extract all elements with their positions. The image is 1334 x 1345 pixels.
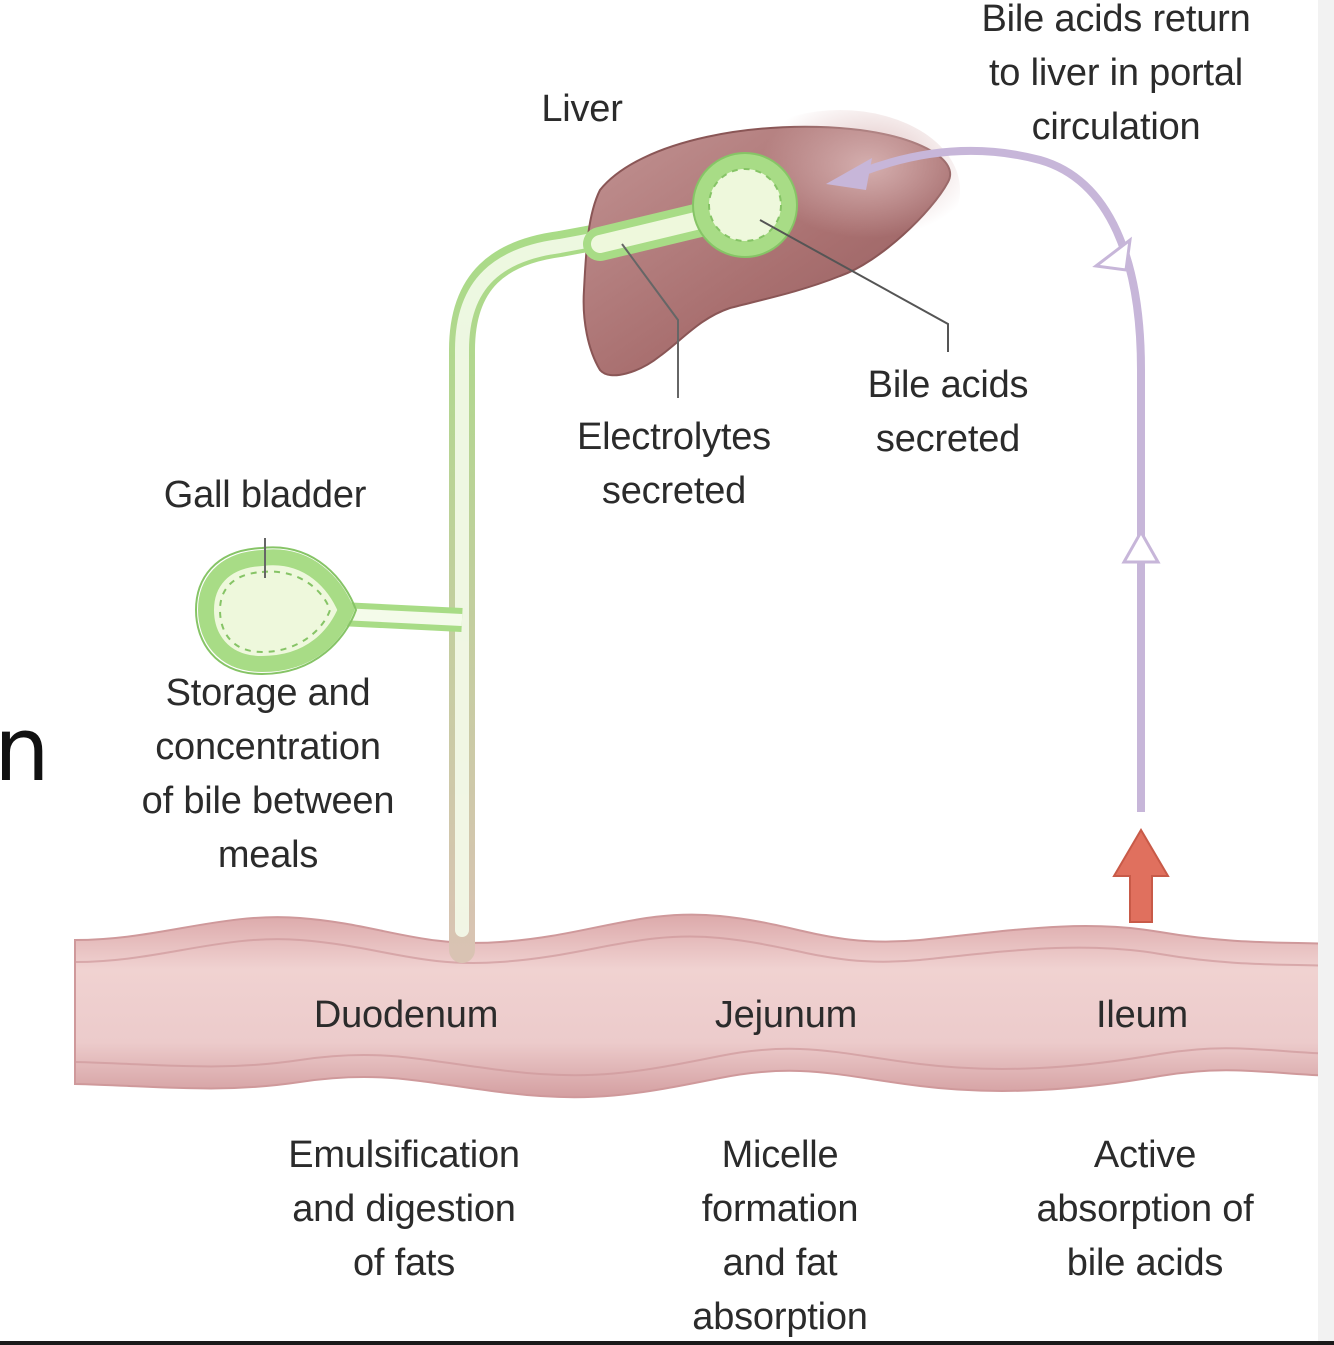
label-emulsification: Emulsification and digestion of fats	[288, 1134, 520, 1284]
absorption-arrow	[1112, 828, 1170, 923]
intestine-fold-bottom	[74, 1047, 1334, 1077]
label-bile-return: Bile acids return to liver in portal cir…	[981, 0, 1251, 148]
right-edge-shade	[1318, 0, 1334, 1341]
small-intestine	[74, 913, 1334, 1099]
label-duodenum: Duodenum	[313, 994, 499, 1036]
portal-arrowhead-liver	[826, 158, 872, 190]
label-electrolytes-secreted: Electrolytes secreted	[576, 416, 771, 512]
label-gall-bladder: Gall bladder	[163, 474, 367, 516]
hepatic-duct-lumen	[591, 211, 709, 253]
gall-bladder	[197, 549, 355, 673]
bottom-border	[0, 1341, 1334, 1345]
label-storage: Storage and concentration of bile betwee…	[141, 672, 395, 876]
label-ileum: Ileum	[1096, 994, 1188, 1036]
label-micelle: Micelle formation and fat absorption	[692, 1134, 868, 1338]
leader-bile-acids	[759, 219, 949, 352]
intestine-fold-top	[74, 935, 1334, 967]
label-liver: Liver	[541, 88, 623, 130]
cropped-slide-text: n	[0, 698, 50, 801]
label-active-absorption: Active absorption of bile acids	[1036, 1134, 1254, 1284]
portal-arrowhead-lower	[1121, 528, 1161, 564]
portal-circulation-arrow	[860, 147, 1145, 812]
leader-electrolytes	[621, 243, 679, 398]
common-bile-duct-lumen	[455, 213, 707, 937]
label-jejunum: Jejunum	[714, 994, 858, 1036]
label-bile-acids-secreted: Bile acids secreted	[867, 364, 1029, 460]
portal-arrowhead-upper	[1092, 236, 1132, 272]
bile-canaliculus	[693, 153, 797, 257]
